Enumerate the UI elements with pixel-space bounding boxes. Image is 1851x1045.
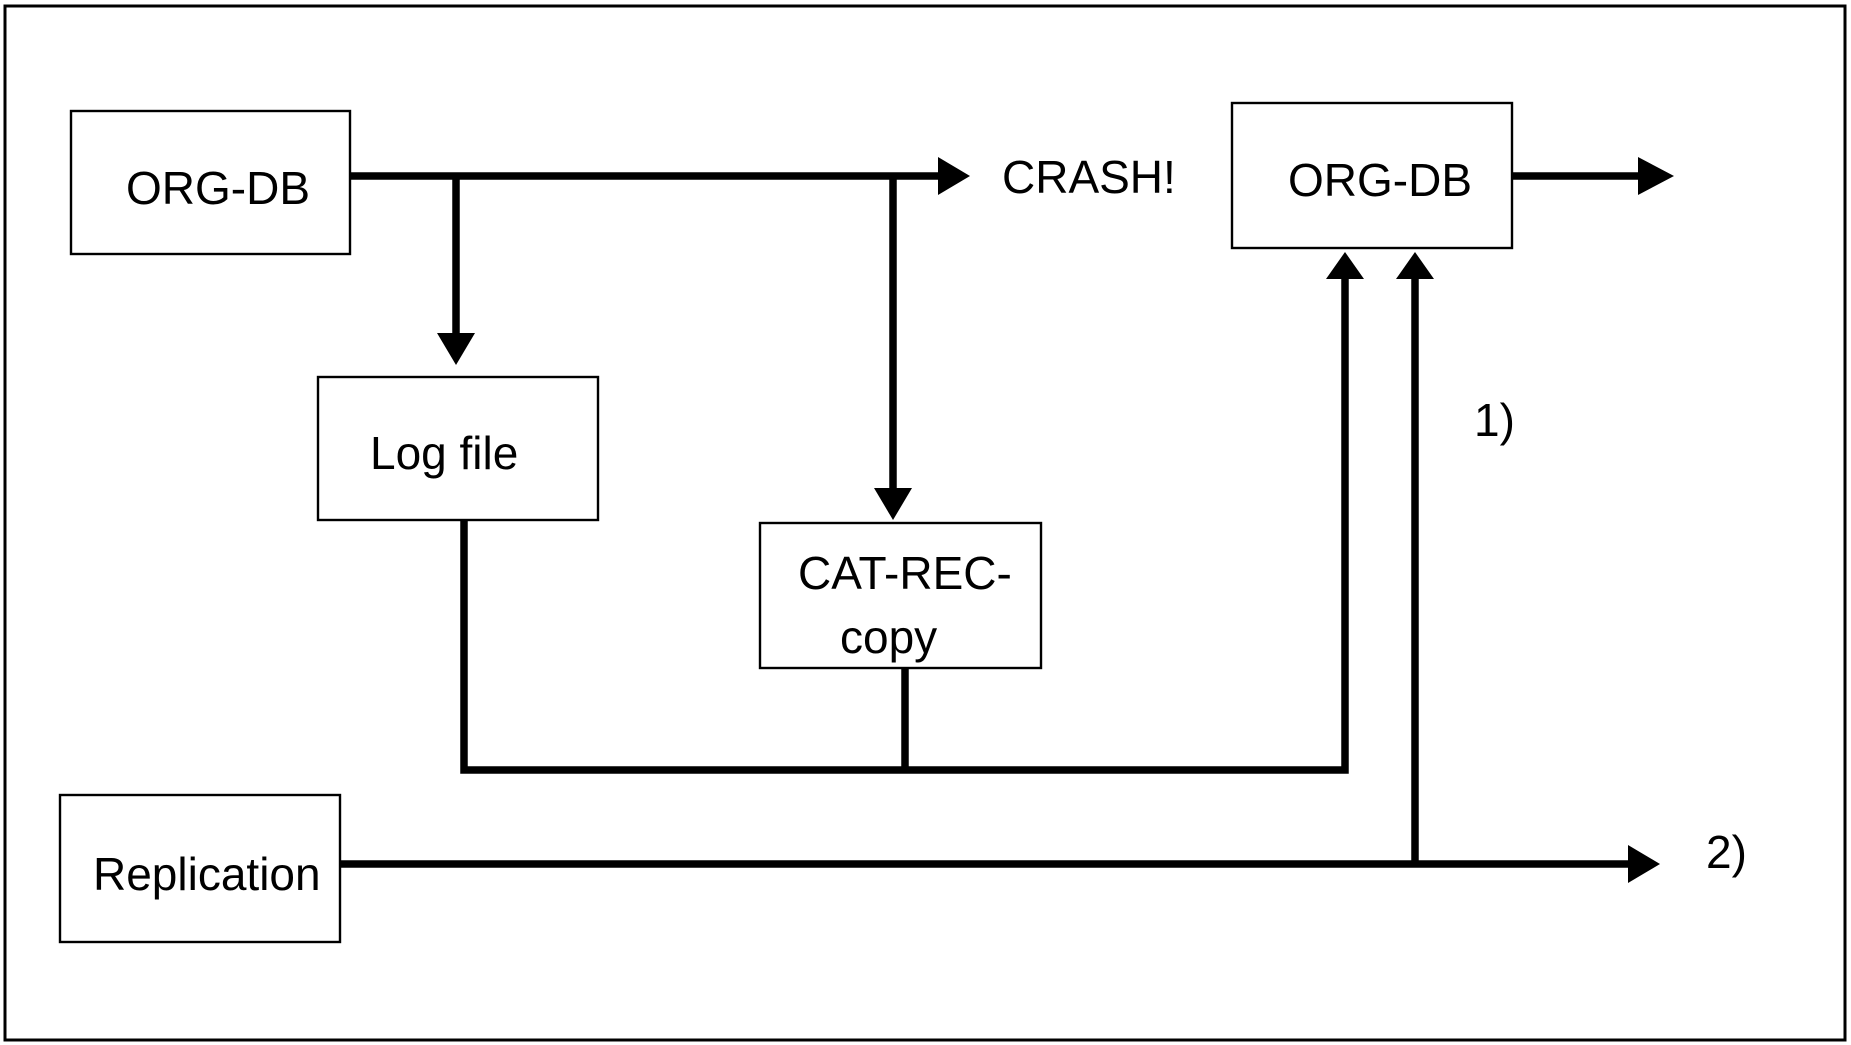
arrowhead-crash <box>938 157 970 195</box>
log-file-label: Log file <box>370 427 518 479</box>
connectors <box>340 172 1640 868</box>
cat-rec-copy-label-line2: copy <box>840 611 937 663</box>
arrowhead-cat-rec-copy <box>874 488 912 520</box>
arrowhead-org-db-left <box>1326 252 1364 279</box>
arrowheads <box>437 157 1674 883</box>
org-db-source-box <box>69 109 352 256</box>
crash-label: CRASH! <box>1002 151 1176 203</box>
path-2-label: 2) <box>1706 826 1747 878</box>
replication-box <box>58 793 342 944</box>
org-db-target-label: ORG-DB <box>1288 154 1472 206</box>
arrowhead-org-db-output <box>1638 157 1674 195</box>
path-1-label: 1) <box>1474 394 1515 446</box>
org-db-target-box <box>1230 101 1514 250</box>
arrowhead-replication-output <box>1628 845 1660 883</box>
cat-rec-copy-box <box>758 521 1043 670</box>
arrowhead-org-db-right <box>1396 252 1434 279</box>
replication-label: Replication <box>93 848 321 900</box>
cat-rec-copy-label-line1: CAT-REC- <box>798 547 1012 599</box>
log-file-box <box>316 375 600 522</box>
org-db-source-label: ORG-DB <box>126 162 310 214</box>
arrowhead-log-file <box>437 333 475 365</box>
